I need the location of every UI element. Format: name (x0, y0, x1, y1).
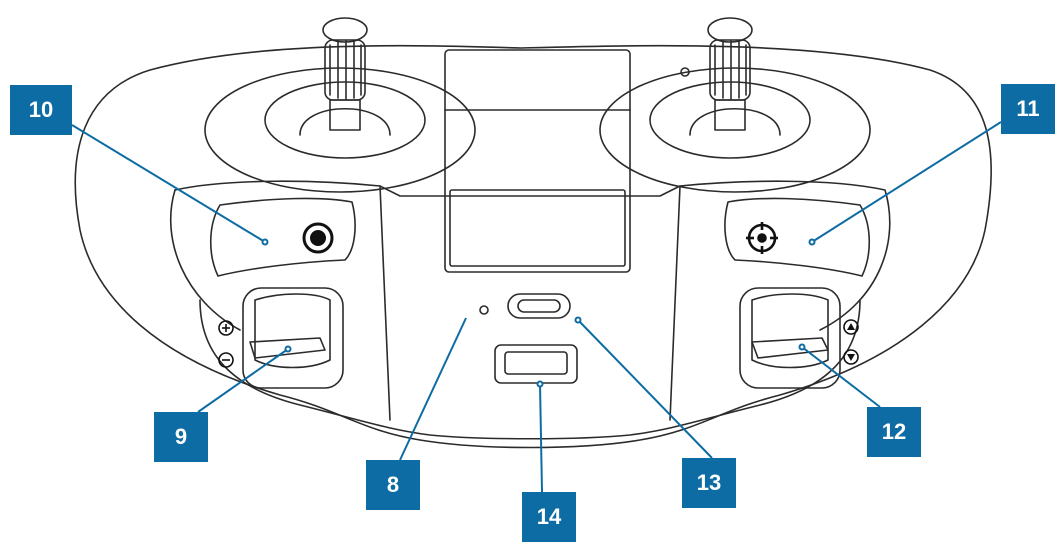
zoom-plus-icon (218, 320, 234, 336)
center-button (507, 293, 571, 319)
gimbal-recenter-icon[interactable] (746, 222, 778, 254)
leader-line-12 (801, 346, 881, 408)
leader-line-8 (399, 317, 467, 461)
right-stick-well (599, 67, 871, 193)
right-wheel-housing (739, 287, 841, 389)
callout-11: 11 (1001, 84, 1055, 134)
zoom-minus-icon (218, 352, 234, 368)
leader-line-10 (71, 124, 266, 243)
record-button-icon[interactable] (302, 222, 334, 254)
leader-line-14 (539, 383, 543, 493)
callout-10: 10 (10, 85, 72, 135)
lower-face-outline (199, 299, 861, 440)
left-stick-well (204, 67, 476, 193)
tilt-up-icon (843, 319, 859, 335)
callout-8: 8 (366, 460, 420, 510)
top-screen-housing (444, 49, 631, 273)
callout-12: 12 (867, 407, 921, 457)
controller-body-inner (174, 180, 891, 331)
leader-line-13 (577, 319, 713, 459)
left-wheel-housing (242, 287, 344, 389)
callout-9: 9 (154, 412, 208, 462)
status-led (479, 305, 489, 315)
left-button-bay (209, 197, 356, 277)
tilt-down-icon (843, 349, 859, 365)
controller-body-outline (74, 44, 992, 449)
callout-13: 13 (682, 458, 736, 508)
usb-port (494, 344, 578, 384)
leader-line-9 (197, 348, 289, 413)
leader-line-11 (811, 121, 1002, 243)
callout-14: 14 (522, 492, 576, 542)
right-button-bay (724, 197, 871, 277)
